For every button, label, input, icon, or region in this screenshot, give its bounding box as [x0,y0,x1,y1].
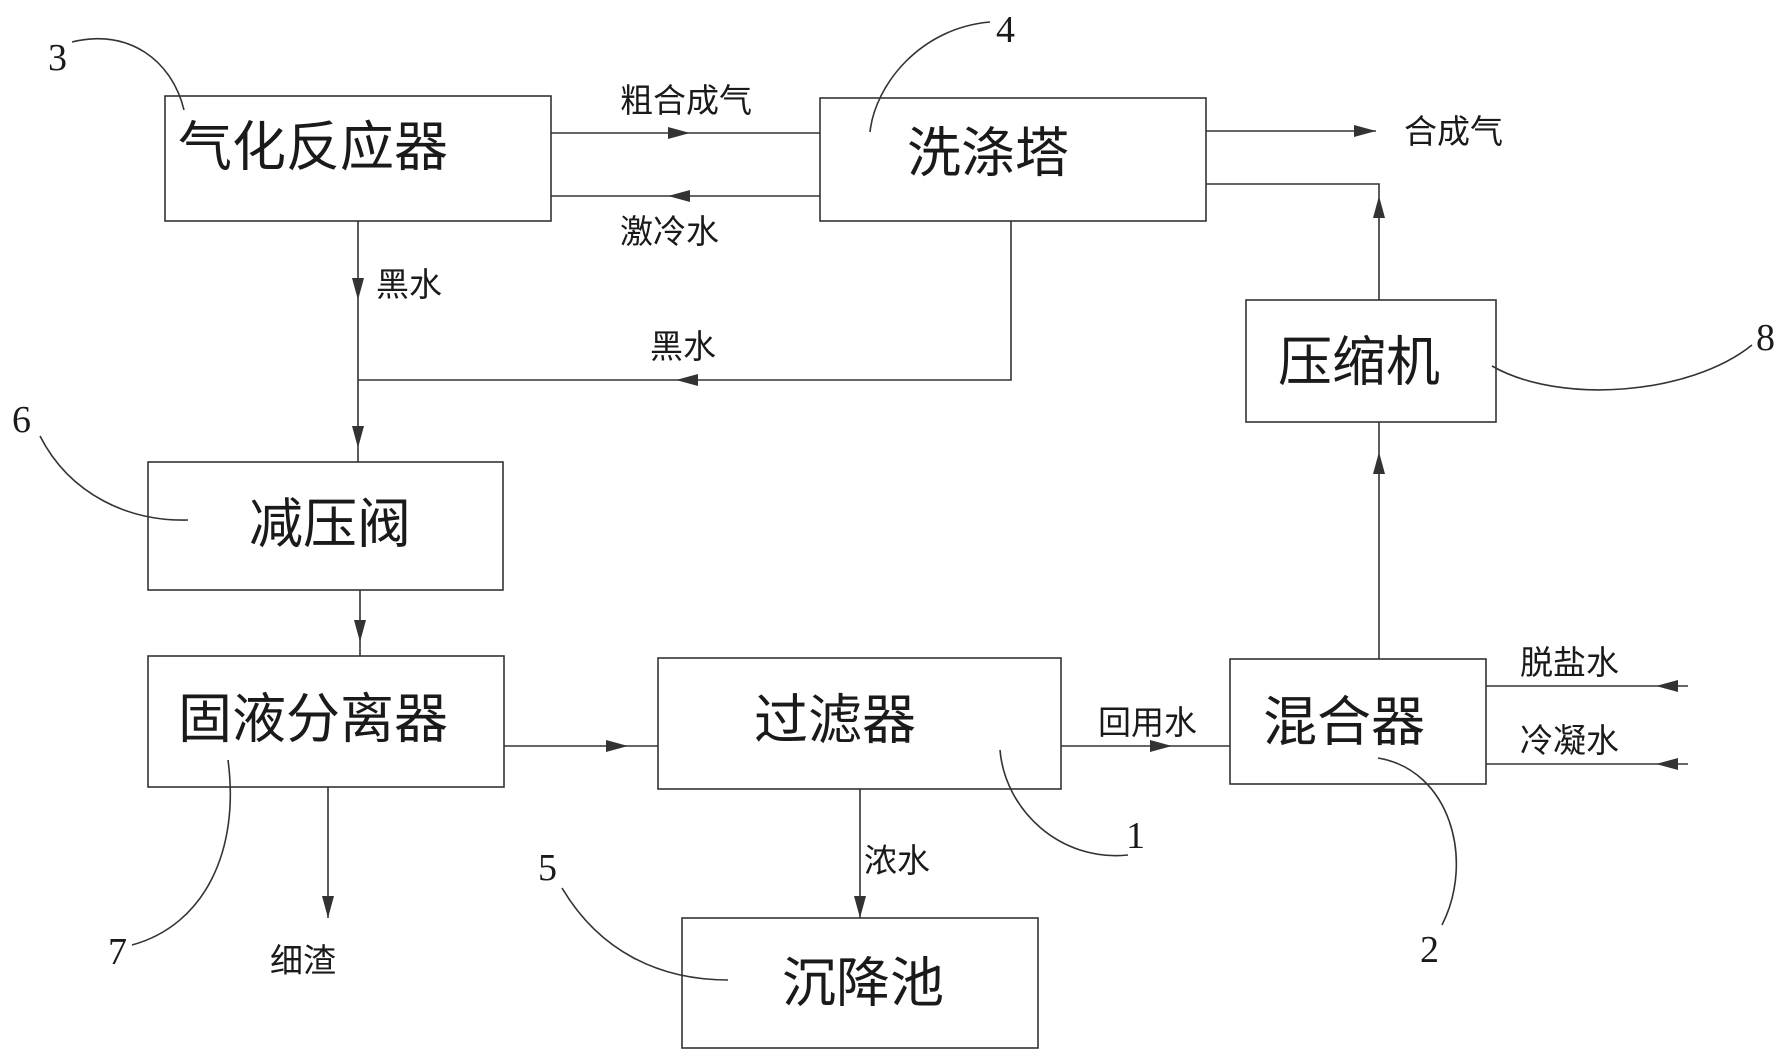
scrubber-black-water-flow [358,221,1012,386]
ref-number-6: 6 [12,399,31,441]
scrubber-box: 洗涤塔 [819,97,1207,222]
valve-to-separator-flow [354,590,366,656]
recycled-water-flow [1061,740,1230,752]
desalted-water-flow [1486,680,1688,692]
leader-5 [561,887,729,981]
leader-1 [999,749,1129,857]
mixer-label: 混合器 [1263,691,1425,754]
concentrate-flow [854,789,866,918]
concentrate-label: 浓水 [864,841,930,880]
leader-6 [39,435,189,521]
black-water-down-arrow-1 [352,278,364,300]
condensate-arrow [1656,758,1678,770]
solid-liquid-separator-label: 固液分离器 [178,688,448,751]
gasifier-label: 气化反应器 [178,116,448,179]
recycled-water-arrow [1150,740,1172,752]
black-water-label-1: 黑水 [376,265,442,304]
recycled-water-label: 回用水 [1098,703,1197,742]
desalted-water-arrow [1656,680,1678,692]
ref-number-2: 2 [1420,929,1439,971]
compressor-up-arrow [1373,196,1385,218]
syngas-outlet-flow [1206,125,1376,137]
gasifier-black-water-flow [352,221,364,462]
settling-tank-box: 沉降池 [681,917,1039,1049]
ref-number-8: 8 [1756,317,1775,359]
desalted-water-label: 脱盐水 [1520,643,1619,682]
scrubber-black-water-arrow [676,374,698,386]
black-water-down-arrow-2 [352,426,364,448]
separator-right-arrow [606,740,628,752]
ref-number-5: 5 [538,847,557,889]
filter-box: 过滤器 [657,657,1062,790]
ref-number-4: 4 [996,9,1015,51]
leader-4 [869,21,991,133]
pressure-valve-label: 减压阀 [249,493,411,556]
fine-slag-label: 细渣 [270,941,336,980]
scrubber-label: 洗涤塔 [907,122,1069,185]
ref-number-3: 3 [48,37,67,79]
leader-2 [1377,757,1458,926]
leader-8 [1491,344,1753,391]
compressor-to-scrubber-flow [1206,183,1385,300]
filter-label: 过滤器 [754,689,916,752]
mixer-up-arrow [1373,452,1385,474]
crude-syngas-arrow [668,127,690,139]
mixer-to-compressor-flow [1373,422,1385,659]
ref-number-1: 1 [1126,815,1145,857]
ref-number-7: 7 [108,931,127,973]
compressor-box: 压缩机 [1245,299,1497,423]
leader-7 [131,759,232,946]
crude-syngas-flow [551,127,820,139]
crude-syngas-label: 粗合成气 [620,81,752,120]
gasifier-box: 气化反应器 [164,95,552,222]
settling-tank-label: 沉降池 [782,952,944,1015]
quench-water-flow [551,190,820,202]
leader-3 [71,37,185,111]
syngas-label: 合成气 [1404,112,1503,151]
solid-liquid-separator-box: 固液分离器 [147,655,505,788]
black-water-label-2: 黑水 [650,327,716,366]
fine-slag-arrow [322,896,334,918]
quench-water-label: 激冷水 [620,212,719,251]
quench-water-arrow [668,190,690,202]
valve-down-arrow [354,620,366,642]
condensate-label: 冷凝水 [1520,721,1619,760]
concentrate-arrow [854,896,866,918]
separator-to-filter-flow [504,740,658,752]
condensate-flow [1486,758,1688,770]
mixer-box: 混合器 [1229,658,1487,785]
pressure-valve-box: 减压阀 [147,461,504,591]
compressor-label: 压缩机 [1278,331,1440,394]
syngas-outlet-arrow [1354,125,1376,137]
fine-slag-flow [322,787,334,918]
